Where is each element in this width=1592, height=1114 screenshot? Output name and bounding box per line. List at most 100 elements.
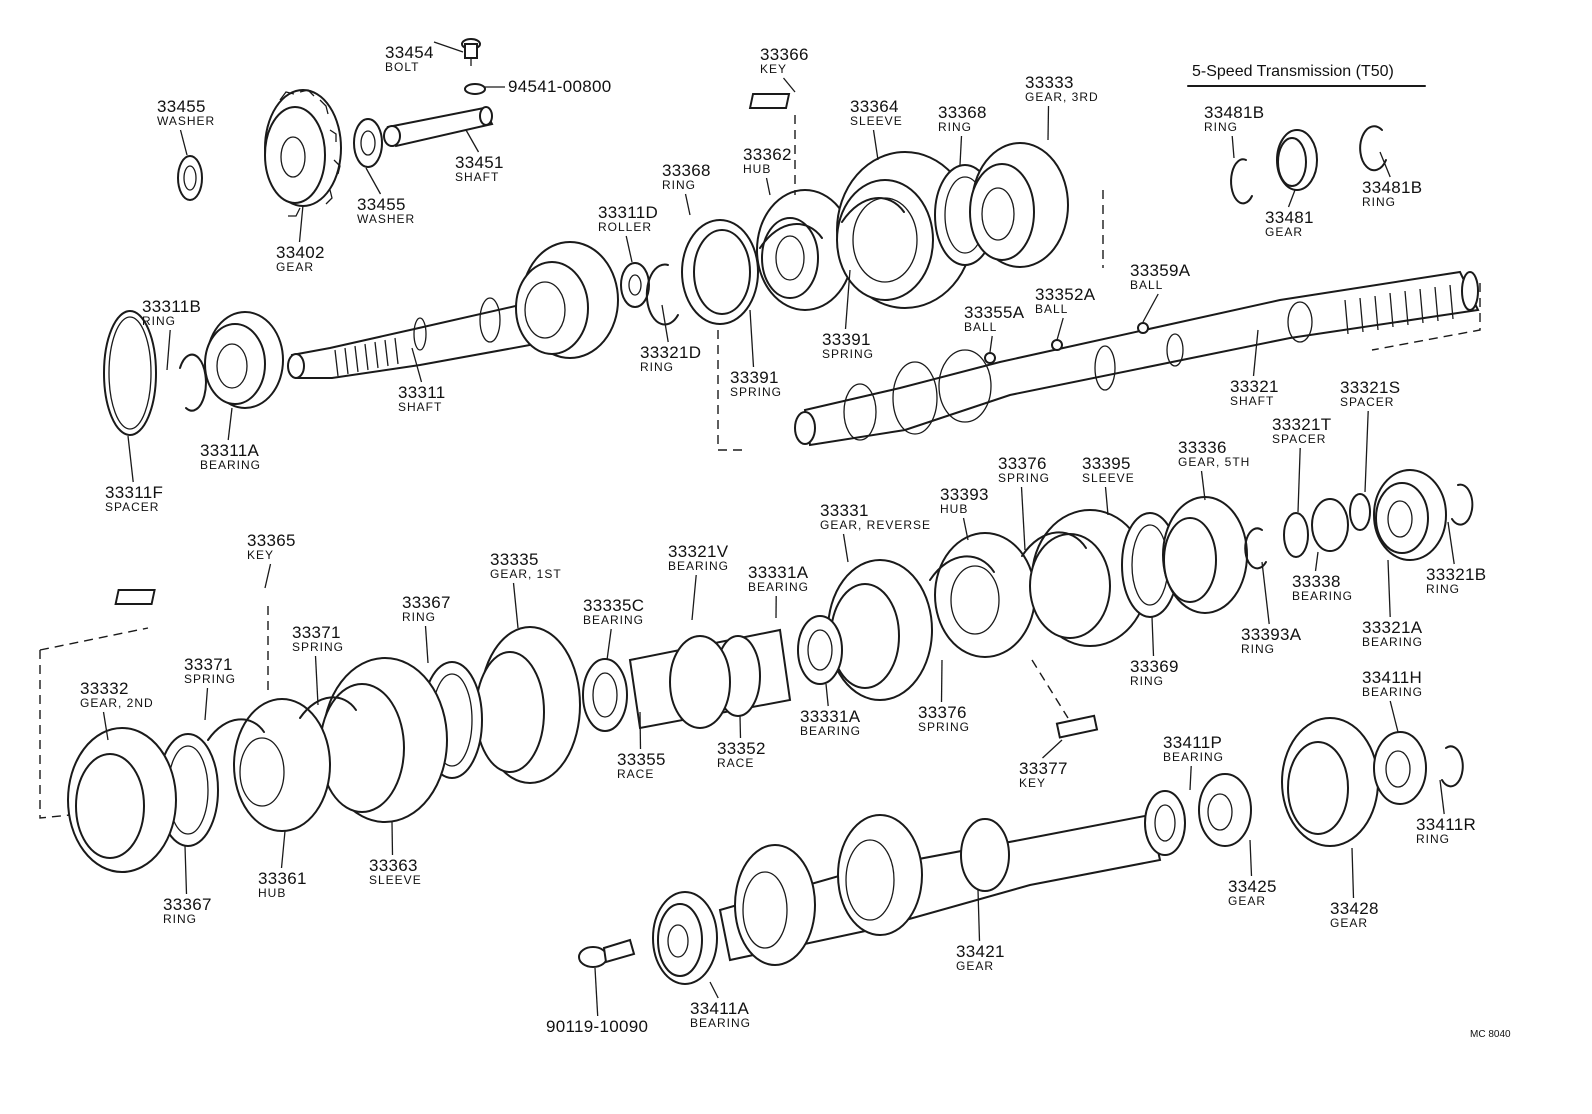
part-number: 33455 (357, 195, 406, 214)
part-name: RING (402, 610, 436, 624)
part-name: BEARING (1362, 635, 1423, 649)
leader-line (842, 533, 849, 563)
part-number: 33366 (760, 45, 809, 64)
part-name: BOLT (385, 60, 419, 74)
part-number: 33411A (690, 999, 750, 1018)
part-name: RING (1426, 582, 1460, 596)
leader-line (264, 563, 272, 589)
part-name: BALL (964, 320, 997, 334)
part-name: HUB (743, 162, 771, 176)
part-name: BALL (1035, 302, 1068, 316)
part-name: RING (1416, 832, 1450, 846)
leader-line (625, 235, 633, 263)
part-name: WASHER (357, 212, 415, 226)
part-number: 33481 (1265, 208, 1314, 227)
part-name: SPRING (918, 720, 970, 734)
part-number: 33365 (247, 531, 296, 550)
part-number: 33321S (1340, 378, 1400, 397)
part-number: 33369 (1130, 657, 1179, 676)
part-name: SPACER (105, 500, 159, 514)
part-number: 33311A (200, 441, 260, 460)
part-name: HUB (940, 502, 968, 516)
part-number: 33367 (163, 895, 212, 914)
part-number: 33411H (1362, 668, 1422, 687)
leader-line (1297, 447, 1301, 513)
part-number: 33368 (938, 103, 987, 122)
part-name: KEY (247, 548, 274, 562)
part-name: KEY (1019, 776, 1046, 790)
part-number: 94541-00800 (508, 77, 612, 96)
part-name: SPACER (1340, 395, 1394, 409)
part-name: SHAFT (1230, 394, 1274, 408)
mainshaft-gear-set (67, 559, 933, 873)
part-number: 33362 (743, 145, 792, 164)
leader-line (298, 204, 304, 243)
part-number: 33428 (1330, 899, 1379, 918)
part-name: SPRING (822, 347, 874, 361)
part-name: WASHER (157, 114, 215, 128)
part-number: 33331 (820, 501, 869, 520)
leader-line (1447, 521, 1455, 565)
part-number: 33321T (1272, 415, 1331, 434)
leader-line (661, 304, 669, 343)
leader-line (365, 167, 382, 195)
counter-gear-assembly (578, 717, 1464, 985)
part-number: 33321 (1230, 377, 1279, 396)
part-number: 33336 (1178, 438, 1227, 457)
part-number: 90119-10090 (546, 1017, 648, 1036)
part-name: GEAR (1228, 894, 1266, 908)
leader-line (594, 967, 599, 1017)
part-number: 33377 (1019, 759, 1068, 778)
part-number: 33333 (1025, 73, 1074, 92)
assembly-guides (39, 190, 1481, 819)
part-name: GEAR (1330, 916, 1368, 930)
part-number: 33355A (964, 303, 1025, 322)
part-name: SPRING (292, 640, 344, 654)
leader-line (684, 193, 691, 216)
part-number: 33368 (662, 161, 711, 180)
leader-line (639, 711, 642, 750)
leader-line (512, 582, 519, 629)
part-number: 33311 (398, 383, 446, 402)
idler-assembly (177, 38, 505, 217)
part-number: 33331A (800, 707, 861, 726)
leader-line (465, 129, 480, 153)
part-number: 33481B (1204, 103, 1264, 122)
part-name: RING (1204, 120, 1238, 134)
part-number: 33421 (956, 942, 1005, 961)
part-number: 33321A (1362, 618, 1423, 637)
part-name: SPRING (730, 385, 782, 399)
leader-line (102, 711, 109, 741)
part-name: GEAR (1265, 225, 1303, 239)
part-number: 33311D (598, 203, 658, 222)
part-number: 33455 (157, 97, 206, 116)
leader-line (959, 135, 963, 166)
leader-line (1261, 561, 1270, 625)
leader-line (166, 329, 171, 371)
part-number: 33402 (276, 243, 325, 262)
part-name: BEARING (1163, 750, 1224, 764)
part-number: 33321V (668, 542, 729, 561)
leader-line (1389, 700, 1399, 733)
